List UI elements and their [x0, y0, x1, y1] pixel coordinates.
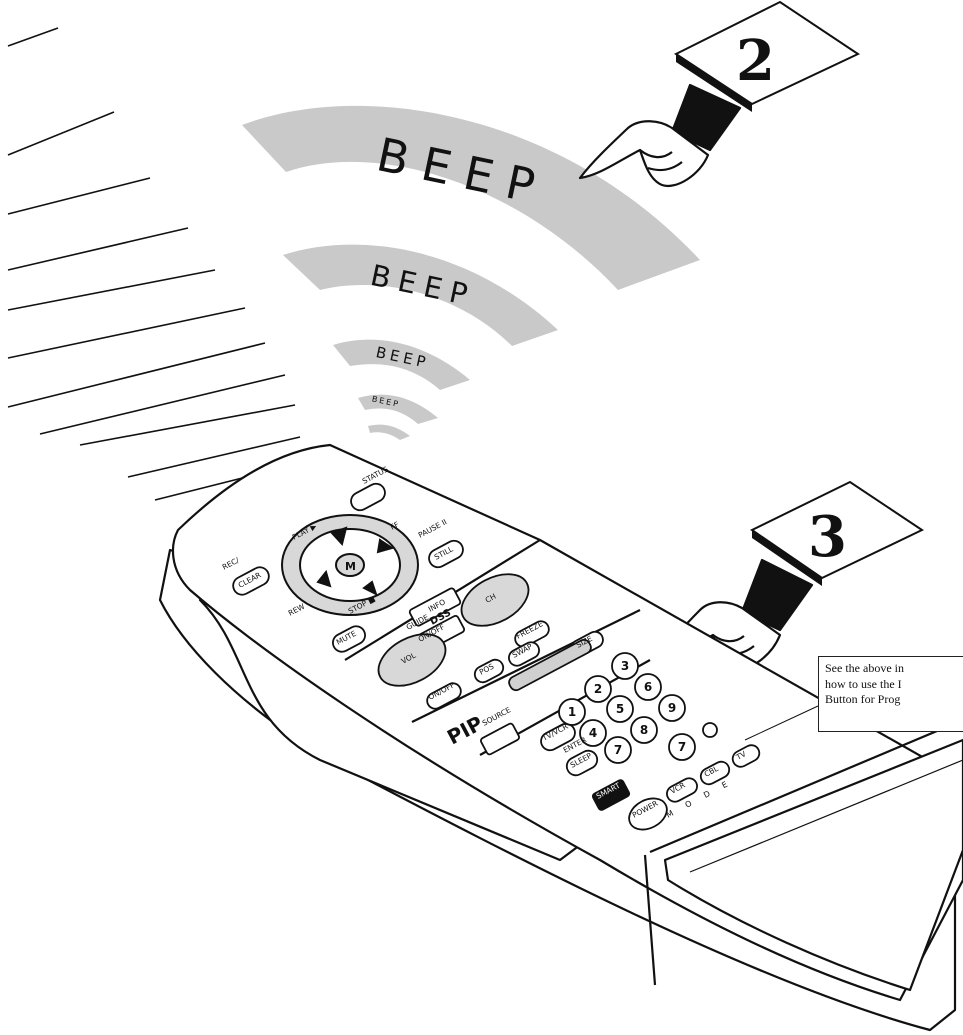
svg-text:7: 7 — [614, 743, 622, 757]
svg-text:8: 8 — [640, 723, 648, 737]
menu-label: M — [345, 560, 356, 573]
svg-text:3: 3 — [621, 659, 629, 673]
callout-line-1: See the above in — [825, 661, 963, 677]
pointing-hand-2-icon — [580, 85, 740, 186]
instruction-callout: See the above in how to use the I Button… — [818, 656, 963, 732]
beep-arc-mini — [368, 425, 410, 440]
svg-text:4: 4 — [589, 726, 597, 740]
svg-text:1: 1 — [568, 705, 576, 719]
digit-0-button[interactable] — [703, 723, 717, 737]
svg-text:7: 7 — [678, 740, 686, 754]
svg-text:6: 6 — [644, 680, 652, 694]
svg-text:5: 5 — [616, 702, 624, 716]
callout-line-2: how to use the I — [825, 677, 963, 693]
signal-lines — [8, 28, 306, 500]
step-3-number: 3 — [808, 504, 847, 570]
svg-text:2: 2 — [594, 682, 602, 696]
step-2-number: 2 — [736, 28, 775, 94]
svg-text:9: 9 — [668, 701, 676, 715]
callout-line-3: Button for Prog — [825, 692, 963, 708]
